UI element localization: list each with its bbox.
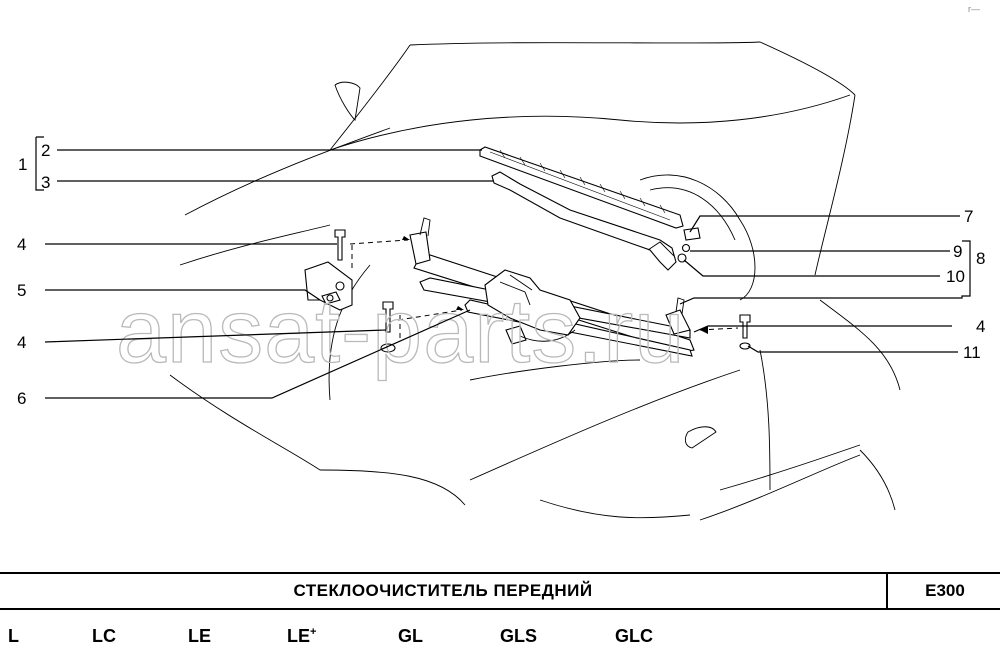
callout-4-right: 4 [976, 317, 985, 336]
variant-gls: GLS [500, 626, 538, 646]
callout-4-middle: 4 [17, 333, 26, 352]
guide-arrow [700, 326, 708, 334]
section-code: E300 [886, 574, 1000, 608]
callout-2: 2 [41, 141, 50, 160]
callout-10: 10 [946, 267, 965, 286]
corner-mark: r— [968, 4, 980, 14]
variant-le: LE [188, 626, 212, 646]
wiper-exploded-diagram: r— [17, 4, 985, 521]
variant-gl: GL [398, 626, 423, 646]
callout-8: 8 [976, 249, 985, 268]
wiper-motor [484, 269, 581, 345]
variant-lc: LC [92, 626, 116, 646]
callout-7: 7 [964, 207, 973, 226]
wiper-arm [491, 171, 677, 271]
callout-1: 1 [18, 155, 27, 174]
bolts [334, 229, 751, 353]
assembly-guides [349, 239, 739, 340]
leader-lines [35, 136, 971, 399]
callout-5: 5 [17, 281, 26, 300]
wiper-blade [479, 146, 684, 229]
variant-le-plus-base: LE [287, 626, 311, 646]
variant-le-plus-sign: + [310, 626, 317, 638]
section-title: СТЕКЛООЧИСТИТЕЛЬ ПЕРЕДНИЙ [293, 581, 593, 600]
callout-6: 6 [17, 389, 26, 408]
callout-9: 9 [953, 242, 962, 261]
variant-l: L [8, 626, 19, 646]
variant-le-plus: LE+ [287, 626, 316, 647]
guide-arrow [402, 236, 410, 240]
callout-3: 3 [41, 173, 50, 192]
trim-variants: L LC LE LE+ GL GLS GLC [0, 610, 1000, 666]
variant-glc: GLC [615, 626, 653, 646]
callout-4-top: 4 [17, 235, 26, 254]
arm-cap-and-nuts [677, 227, 701, 263]
guide-arrow [456, 306, 464, 310]
callout-numbers: 1 2 3 4 5 4 6 7 8 9 10 4 11 [17, 141, 985, 408]
title-bar: СТЕКЛООЧИСТИТЕЛЬ ПЕРЕДНИЙ E300 [0, 572, 1000, 610]
callout-11: 11 [963, 343, 981, 362]
car-body-outline [169, 41, 901, 521]
watermark-text: ansat-parts.ru [116, 282, 685, 382]
